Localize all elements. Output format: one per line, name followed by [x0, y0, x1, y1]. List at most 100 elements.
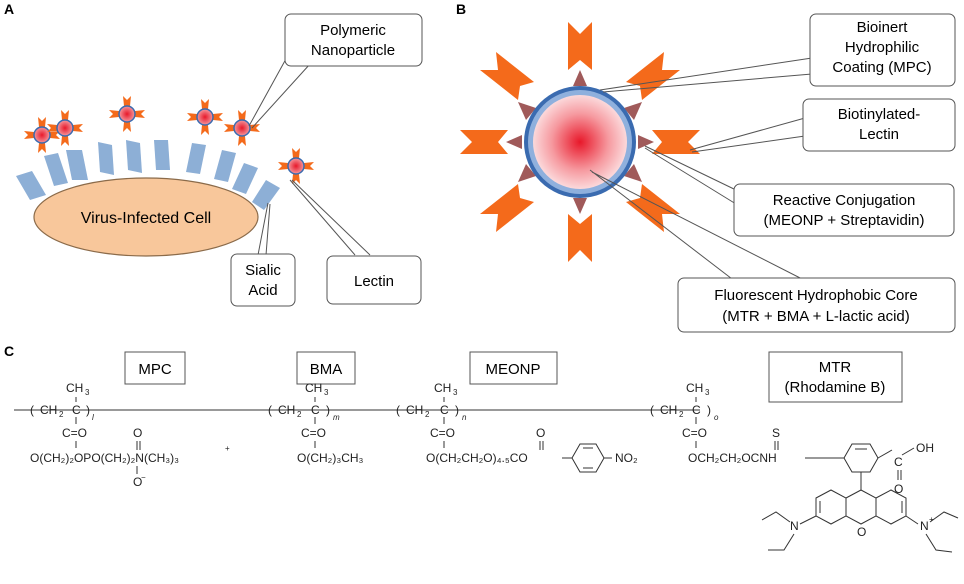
bma-ch2: CH	[278, 403, 295, 417]
meonp-o: O	[536, 426, 545, 440]
receptor	[16, 171, 46, 200]
conjugation-triangles	[506, 70, 654, 214]
callout-coating-line1: Bioinert	[857, 19, 909, 36]
mtr-index: o	[714, 413, 719, 422]
callout-lectin	[326, 255, 422, 305]
label-box-mtr	[768, 351, 903, 403]
svg-text:C: C	[894, 455, 903, 469]
mtr-s: S	[772, 426, 780, 440]
receptor	[214, 150, 236, 182]
receptor	[154, 140, 170, 170]
bma-index: m	[333, 413, 340, 422]
mpc-c: C	[72, 403, 81, 417]
unit-mpc: ( CH 2 C CH 3 ) l C=O O(CH₂)₂OPO(CH₂)₂N(…	[30, 381, 230, 489]
mtr-o-acid: O	[894, 482, 903, 496]
mtr-ch2-sub: 2	[679, 410, 684, 419]
hydrophobic-core	[533, 95, 627, 189]
callout-sialic-line2: Acid	[248, 282, 277, 299]
mpc-ch2-sub: 2	[59, 410, 64, 419]
label-meonp: MEONP	[485, 361, 540, 378]
mtr-benzoic-ring	[843, 443, 879, 473]
unit-mtr: ( CH 2 C CH 3 ) o C=O OCH₂CH₂OCNH S C OH…	[650, 381, 959, 553]
svg-text:): )	[707, 403, 711, 417]
callout-core-line2: (MTR + BMA + L-lactic acid)	[722, 308, 910, 325]
bma-ch2-sub: 2	[297, 410, 302, 419]
mtr-n-left: N	[790, 519, 799, 533]
mpc-side-chain: O(CH₂)₂OPO(CH₂)₂N(CH₃)₃	[30, 451, 179, 465]
nanoparticle-small	[47, 110, 83, 146]
bracket-close: )	[86, 403, 90, 417]
svg-text:(: (	[650, 403, 654, 417]
label-mtr-line2: (Rhodamine B)	[785, 379, 886, 396]
bma-ch3: CH	[305, 381, 322, 395]
meonp-ch3: CH	[434, 381, 451, 395]
panel-b: B	[456, 1, 956, 333]
mtr-xanthene-center	[845, 489, 877, 525]
meonp-ch2-sub: 2	[425, 410, 430, 419]
callout-conjugation-line2: (MEONP + Streptavidin)	[763, 212, 924, 229]
callout-hydrophobic-core	[677, 277, 956, 333]
mtr-ch2: CH	[660, 403, 677, 417]
mtr-ch3-sub: 3	[705, 388, 710, 397]
receptor	[66, 150, 88, 180]
leader-coating	[599, 57, 813, 93]
label-mtr-line1: MTR	[819, 359, 852, 376]
mpc-plus: +	[225, 444, 230, 453]
mtr-side-chain: OCH₂CH₂OCNH	[688, 451, 777, 465]
cell-label: Virus-Infected Cell	[81, 210, 211, 227]
callout-lectin-b-line2: Lectin	[859, 126, 899, 143]
callout-coating-line2: Hydrophilic	[845, 39, 920, 56]
meonp-co: C=O	[430, 426, 455, 440]
meonp-benzene	[571, 443, 605, 473]
mtr-cooh: OH	[916, 441, 934, 455]
label-box-mpc	[124, 351, 186, 385]
svg-text:): )	[326, 403, 330, 417]
meonp-side-chain: O(CH₂CH₂O)₄.₅CO	[426, 451, 528, 465]
callout-core-line1: Fluorescent Hydrophobic Core	[714, 287, 917, 304]
label-mpc: MPC	[138, 361, 172, 378]
panel-c-letter: C	[4, 343, 14, 359]
svg-text:): )	[455, 403, 459, 417]
receptor	[98, 142, 114, 175]
mpc-o-top: O	[133, 426, 142, 440]
nanoparticle-small	[187, 99, 223, 135]
receptor	[126, 140, 142, 173]
nanoparticle-small	[109, 96, 145, 132]
meonp-ch3-sub: 3	[453, 388, 458, 397]
meonp-ch2: CH	[406, 403, 423, 417]
mpc-ch2: CH	[40, 403, 57, 417]
leader-lectin	[289, 179, 371, 256]
meonp-no2: NO₂	[615, 451, 638, 465]
lectin-arms	[460, 22, 700, 262]
label-bma: BMA	[310, 361, 343, 378]
mpc-o-minus: O	[133, 475, 142, 489]
callout-coating-line3: Coating (MPC)	[832, 59, 931, 76]
svg-text:(: (	[268, 403, 272, 417]
bma-co: C=O	[301, 426, 326, 440]
nanoparticle-small	[24, 117, 60, 153]
panel-a-letter: A	[4, 1, 14, 17]
nanoparticle-large	[460, 22, 700, 262]
meonp-c: C	[440, 403, 449, 417]
panel-a: A Virus-Infected Cell	[4, 1, 423, 307]
mpc-ch3-sub: 3	[85, 388, 90, 397]
mtr-ch3: CH	[686, 381, 703, 395]
bracket-open: (	[30, 403, 34, 417]
panel-b-letter: B	[456, 1, 466, 17]
label-box-meonp	[469, 351, 558, 385]
svg-text:−: −	[141, 473, 146, 482]
leader-core	[589, 169, 809, 283]
unit-bma: ( CH 2 C CH 3 ) m C=O O(CH₂)₃CH₃	[268, 381, 364, 465]
mpc-index: l	[92, 413, 94, 422]
meonp-index: n	[462, 413, 467, 422]
leader-conjugation	[644, 145, 737, 205]
mtr-n-right: N	[920, 519, 929, 533]
receptor	[232, 163, 258, 194]
callout-nanoparticle-line2: Nanoparticle	[311, 42, 395, 59]
leader-sialic	[257, 202, 271, 256]
mtr-c: C	[692, 403, 701, 417]
mpc-ch3: CH	[66, 381, 83, 395]
receptor	[252, 180, 280, 210]
callout-lectin-b-line1: Biotinylated-	[838, 106, 921, 123]
